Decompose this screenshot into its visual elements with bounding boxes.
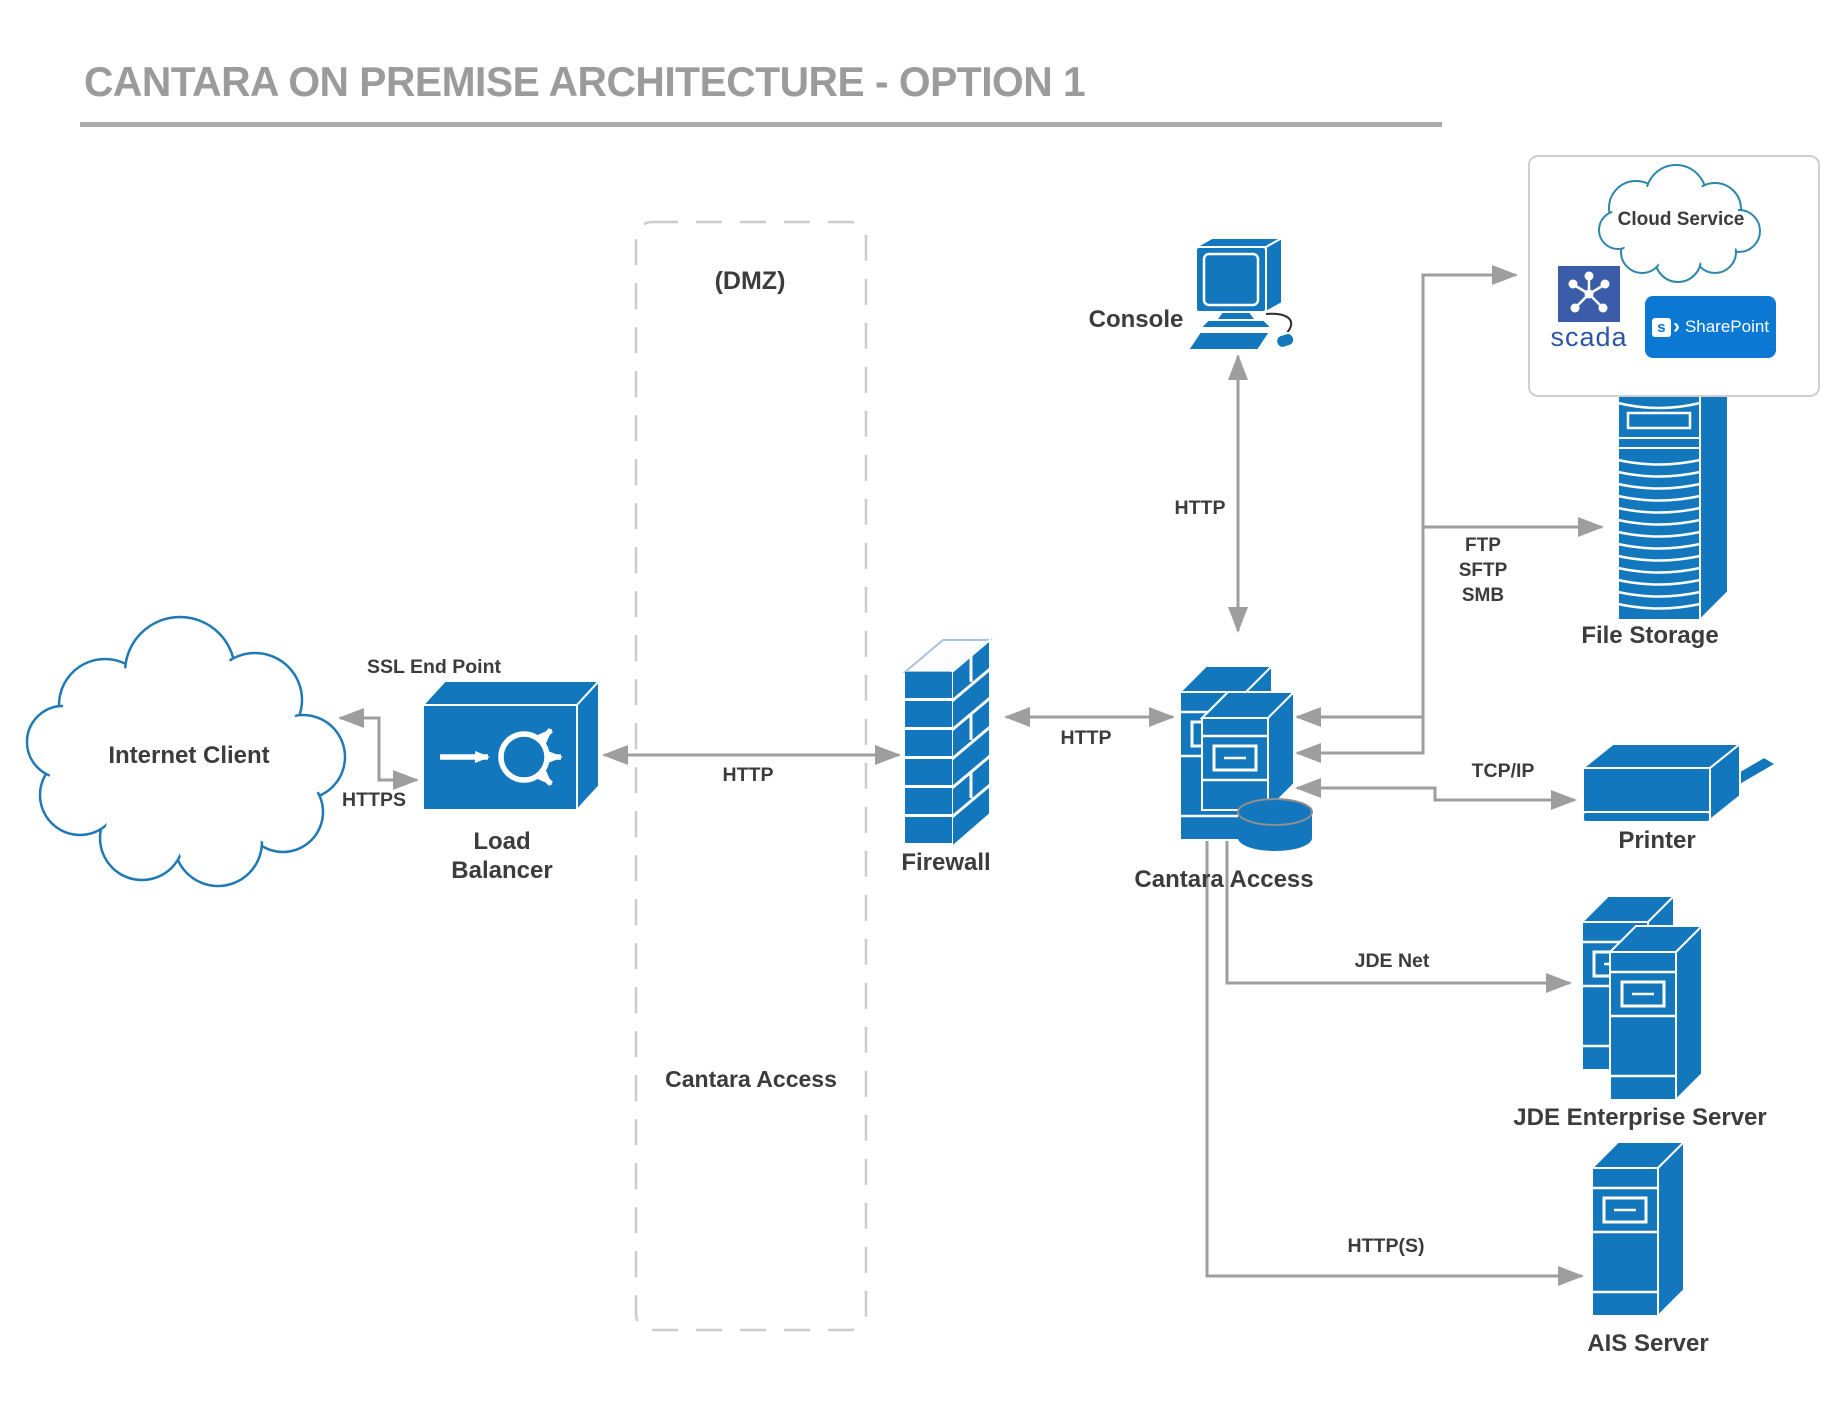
edge-label-http-fw-ca: HTTP: [1060, 727, 1112, 749]
cantara-access-label: Cantara Access: [1134, 866, 1314, 893]
sharepoint-chevron-icon: ›: [1672, 315, 1680, 338]
console-icon: [1186, 236, 1296, 351]
cantara-database-cylinder: [1237, 798, 1313, 851]
scada-wordmark: scada: [1550, 322, 1628, 352]
edge-label-smb: SMB: [1461, 585, 1505, 606]
jde-enterprise-server-label: JDE Enterprise Server: [1513, 1104, 1767, 1131]
cantara-access-icon: [1178, 664, 1313, 851]
file-storage-icon: [1615, 361, 1731, 623]
jde-enterprise-server-icon: [1580, 894, 1704, 1102]
ssl-end-point-label: SSL End Point: [367, 656, 501, 678]
load-balancer-label: Load Balancer: [451, 828, 553, 884]
ais-server-icon: [1590, 1140, 1686, 1318]
page-title: CANTARA ON PREMISE ARCHITECTURE - OPTION…: [84, 58, 1086, 105]
cloud-service-cloud-icon: [1598, 164, 1761, 283]
edge-label-sftp: SFTP: [1458, 560, 1508, 581]
edge-label-jde-net: JDE Net: [1354, 950, 1430, 972]
cloud-service-label: Cloud Service: [1617, 209, 1745, 230]
edge-label-https-ais: HTTP(S): [1347, 1235, 1425, 1257]
edge-cantara-cloudservice: [1295, 265, 1518, 763]
ais-server-label: AIS Server: [1587, 1330, 1709, 1357]
edge-label-ftp: FTP: [1465, 535, 1501, 556]
scada-icon: [1568, 271, 1610, 313]
printer-icon: [1580, 741, 1778, 823]
printer-label: Printer: [1618, 827, 1696, 854]
edge-label-https: HTTPS: [342, 789, 406, 811]
internet-client-cloud-icon: [25, 615, 347, 888]
firewall-icon: [902, 637, 993, 850]
file-storage-label: File Storage: [1581, 622, 1719, 649]
cantara-front-server: [1200, 690, 1296, 812]
dmz-label: (DMZ): [714, 267, 786, 295]
edge-tcpip-cantara-printer: [1295, 778, 1577, 810]
dmz-cantara-access-label: Cantara Access: [665, 1066, 837, 1092]
edge-label-http-lb-fw: HTTP: [722, 764, 774, 786]
internet-client-label: Internet Client: [108, 742, 270, 769]
edge-label-http-console: HTTP: [1174, 497, 1226, 519]
console-label: Console: [1088, 306, 1184, 333]
edge-https-client-loadbalancer: [338, 708, 419, 790]
load-balancer-icon: [420, 678, 602, 813]
dmz-zone: [634, 220, 868, 1332]
sharepoint-s-icon: s: [1651, 317, 1671, 337]
sharepoint-wordmark: SharePoint: [1684, 317, 1770, 336]
edge-https-cantara-ais: [1197, 813, 1584, 1286]
scada-logo: [1558, 266, 1620, 322]
firewall-label: Firewall: [901, 849, 991, 876]
sharepoint-logo: s › SharePoint: [1645, 296, 1776, 358]
title-underline: [80, 122, 1442, 127]
jde-front-server: [1608, 924, 1704, 1102]
edge-label-tcpip: TCP/IP: [1471, 760, 1535, 782]
